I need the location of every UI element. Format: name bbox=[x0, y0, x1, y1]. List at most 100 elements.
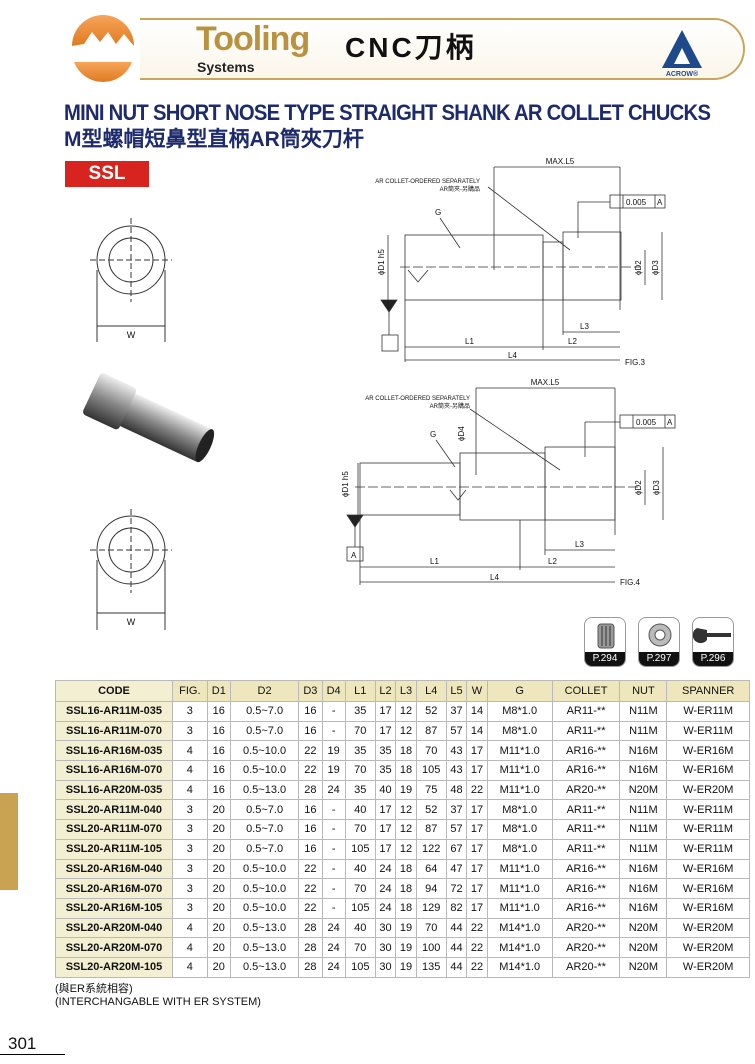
spanner-page-ref: P.296 bbox=[693, 652, 733, 666]
svg-text:FIG.4: FIG.4 bbox=[620, 578, 641, 587]
collet-icon bbox=[597, 623, 615, 649]
cell: - bbox=[321, 878, 346, 899]
cell: 22 bbox=[466, 937, 488, 958]
cell: AR20-** bbox=[551, 956, 621, 978]
accessory-nut[interactable]: P.297 bbox=[638, 617, 680, 667]
cell: - bbox=[321, 701, 346, 722]
cell: 48 bbox=[445, 779, 468, 801]
cell: 75 bbox=[415, 779, 447, 801]
cell: 24 bbox=[321, 779, 346, 801]
cell: M8*1.0 bbox=[486, 838, 553, 860]
svg-text:ϕD3: ϕD3 bbox=[651, 260, 660, 275]
svg-text:W: W bbox=[127, 330, 136, 340]
cell: 16 bbox=[298, 720, 323, 742]
cell: 16 bbox=[206, 740, 231, 762]
cell: 70 bbox=[344, 819, 376, 840]
cell: 30 bbox=[374, 917, 397, 939]
cell: 37 bbox=[445, 701, 468, 722]
cell: 17 bbox=[466, 799, 488, 821]
product-code: SSL20-AR16M-105 bbox=[55, 897, 173, 919]
page-title-cn: M型螺帽短鼻型直柄AR筒夾刀杆 bbox=[64, 128, 364, 151]
cell: 20 bbox=[206, 799, 231, 821]
cell: 24 bbox=[374, 897, 397, 919]
cell: 24 bbox=[374, 858, 397, 880]
cell: 0.5~13.0 bbox=[229, 937, 300, 958]
cell: 35 bbox=[374, 740, 397, 762]
svg-text:L2: L2 bbox=[568, 337, 577, 346]
cell: N16M bbox=[619, 760, 668, 781]
accessory-collet[interactable]: P.294 bbox=[584, 617, 626, 667]
cell: AR16-** bbox=[551, 858, 621, 880]
cell: W-ER16M bbox=[666, 760, 750, 781]
cell: M8*1.0 bbox=[486, 720, 553, 742]
cell: 40 bbox=[344, 799, 376, 821]
accessory-spanner[interactable]: P.296 bbox=[692, 617, 734, 667]
cell: 0.5~7.0 bbox=[229, 701, 300, 722]
cell: 43 bbox=[445, 740, 468, 762]
cell: 18 bbox=[395, 760, 417, 781]
cell: 12 bbox=[395, 799, 417, 821]
cell: 30 bbox=[374, 937, 397, 958]
cell: AR20-** bbox=[551, 917, 621, 939]
collet-page-ref: P.294 bbox=[585, 652, 625, 666]
cell: M14*1.0 bbox=[486, 937, 553, 958]
cell: 0.5~13.0 bbox=[229, 956, 300, 978]
cell: N20M bbox=[619, 779, 668, 801]
cell: M11*1.0 bbox=[486, 858, 553, 880]
cell: 19 bbox=[321, 740, 346, 762]
cell: M11*1.0 bbox=[486, 897, 553, 919]
cell: 0.5~13.0 bbox=[229, 917, 300, 939]
nut-icon bbox=[648, 623, 672, 647]
cell: 52 bbox=[415, 701, 447, 722]
svg-text:ϕD2: ϕD2 bbox=[634, 260, 643, 275]
cell: W-ER16M bbox=[666, 858, 750, 880]
cell: 28 bbox=[298, 956, 323, 978]
cell: AR16-** bbox=[551, 878, 621, 899]
cell: 24 bbox=[374, 878, 397, 899]
cell: W-ER20M bbox=[666, 779, 750, 801]
cell: W-ER16M bbox=[666, 740, 750, 762]
nut-page-ref: P.297 bbox=[639, 652, 679, 666]
svg-text:L1: L1 bbox=[465, 337, 474, 346]
product-code: SSL16-AR11M-070 bbox=[55, 720, 173, 742]
cell: 22 bbox=[298, 740, 323, 762]
product-code: SSL16-AR20M-035 bbox=[55, 779, 173, 801]
svg-text:G: G bbox=[430, 430, 436, 439]
cell: AR11-** bbox=[551, 819, 621, 840]
cell: 17 bbox=[466, 819, 488, 840]
svg-text:AR COLLET-ORDERED SEPARATELY: AR COLLET-ORDERED SEPARATELY bbox=[375, 179, 480, 185]
cell: 17 bbox=[466, 760, 488, 781]
cell: 16 bbox=[206, 701, 231, 722]
cell: 52 bbox=[415, 799, 447, 821]
cell: 70 bbox=[344, 720, 376, 742]
cell: 28 bbox=[298, 917, 323, 939]
cell: N11M bbox=[619, 838, 668, 860]
column-header: D3 bbox=[298, 680, 323, 702]
cell: 37 bbox=[445, 799, 468, 821]
cell: - bbox=[321, 838, 346, 860]
cell: W-ER16M bbox=[666, 897, 750, 919]
cell: 16 bbox=[298, 838, 323, 860]
cell: 22 bbox=[466, 917, 488, 939]
note-en: (INTERCHANGABLE WITH ER SYSTEM) bbox=[55, 996, 261, 1008]
cell: 4 bbox=[172, 779, 208, 801]
svg-text:FIG.3: FIG.3 bbox=[625, 358, 646, 367]
cell: 43 bbox=[445, 760, 468, 781]
cell: - bbox=[321, 720, 346, 742]
cell: 4 bbox=[172, 740, 208, 762]
cell: 70 bbox=[344, 937, 376, 958]
cell: 105 bbox=[344, 897, 376, 919]
column-header: L2 bbox=[374, 680, 397, 702]
section-tab bbox=[0, 793, 18, 890]
brand-title: Tooling bbox=[196, 20, 310, 58]
svg-text:0.005: 0.005 bbox=[626, 198, 647, 207]
column-header: L3 bbox=[395, 680, 417, 702]
cell: N11M bbox=[619, 819, 668, 840]
cell: 17 bbox=[466, 838, 488, 860]
cell: 17 bbox=[374, 799, 397, 821]
